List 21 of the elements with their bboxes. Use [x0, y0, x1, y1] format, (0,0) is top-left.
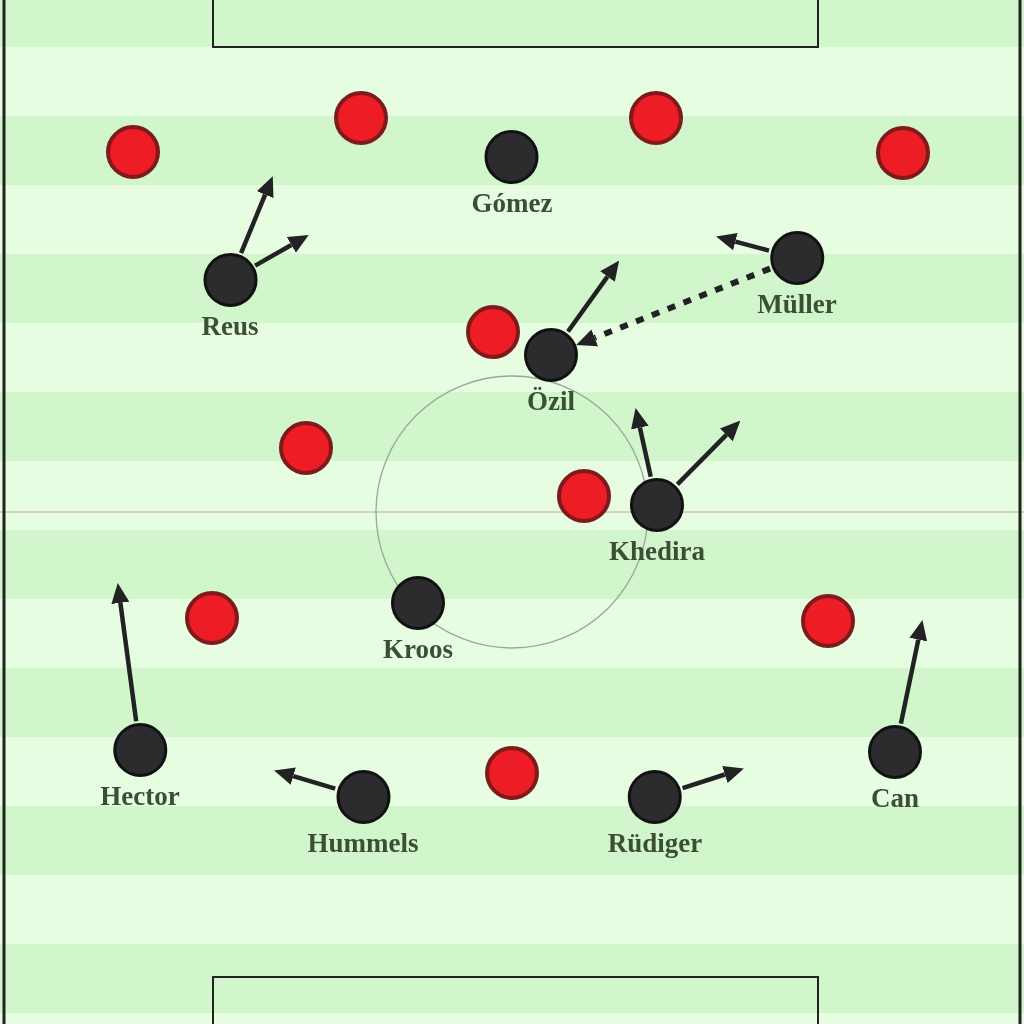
- movement-arrow: [566, 260, 620, 333]
- player-name: Rüdiger: [607, 828, 703, 858]
- player-name: Hummels: [307, 828, 419, 858]
- movement-arrow: [898, 620, 928, 725]
- movement-arrow: [716, 232, 770, 253]
- dotted-arrow: [576, 265, 772, 347]
- movement-arrow: [631, 408, 653, 478]
- player-name: Özil: [527, 386, 575, 416]
- player-name: Kroos: [383, 634, 453, 664]
- player-name: Müller: [757, 289, 837, 319]
- player-name: Can: [871, 783, 919, 813]
- movement-arrow: [111, 583, 139, 722]
- movement-arrow: [238, 176, 274, 255]
- player-name: Reus: [201, 311, 259, 341]
- movement-arrow: [254, 235, 309, 268]
- movement-arrow: [681, 765, 744, 791]
- movement-arrow: [675, 420, 741, 486]
- player-name: Khedira: [609, 536, 705, 566]
- player-name: Gómez: [471, 188, 553, 218]
- player-name: Hector: [100, 781, 180, 811]
- movement-arrow: [274, 767, 336, 791]
